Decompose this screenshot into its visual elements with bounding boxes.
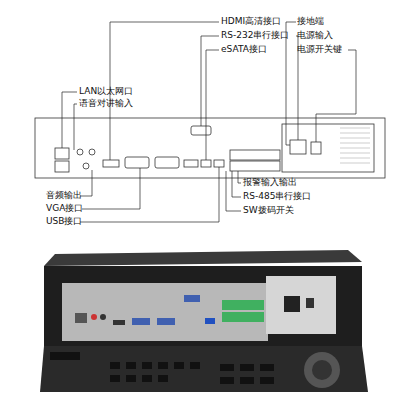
- leader-lines: [62, 22, 356, 222]
- callout-label: LAN以太网口: [79, 86, 133, 97]
- callout-label: 电源开关键: [297, 44, 342, 55]
- callout-label: eSATA接口: [221, 44, 267, 55]
- callout-label: 报警输入输出: [243, 177, 297, 188]
- callout-label: RS-485串行接口: [243, 191, 311, 202]
- callout-label: 语音对讲输入: [79, 98, 133, 109]
- callout-label: RS-232串行接口: [221, 30, 289, 41]
- rear-panel-drawing: [35, 118, 385, 178]
- callout-label: SW拨码开关: [243, 205, 294, 216]
- callout-label: USB接口: [46, 216, 82, 227]
- callout-label: HDMI高清接口: [221, 16, 281, 27]
- callout-label: 接地端: [297, 16, 324, 27]
- device-photo: [40, 250, 368, 392]
- callout-label: VGA接口: [46, 203, 83, 214]
- callout-label: 电源输入: [297, 30, 333, 41]
- callout-label: 音频输出: [46, 190, 82, 201]
